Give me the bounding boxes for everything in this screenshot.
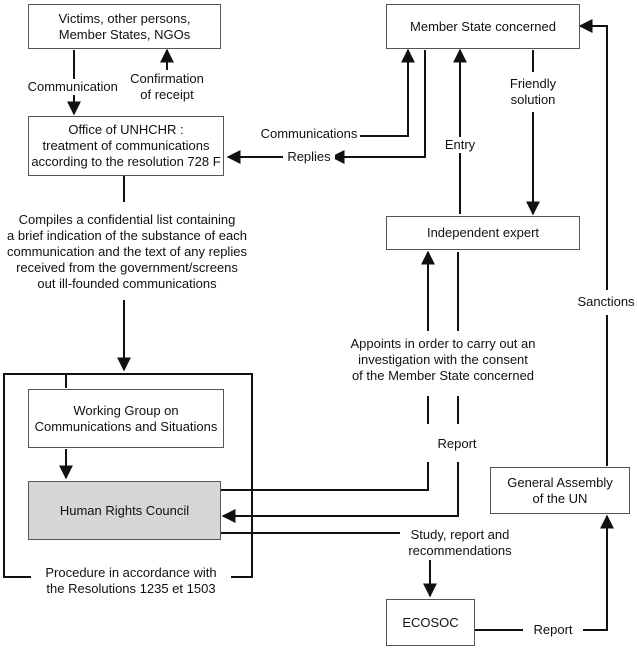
label-study: Study, report and recommendations <box>402 527 518 559</box>
label-communications-right: Communications <box>258 126 360 142</box>
label-confirmation: Confirmation of receipt <box>117 71 217 103</box>
label-friendly-solution: Friendly solution <box>498 76 568 108</box>
label-compiles-list: Compiles a confidential list containing … <box>0 212 254 292</box>
label-report-ecosoc: Report <box>523 622 583 638</box>
victims-box: Victims, other persons, Member States, N… <box>28 4 221 49</box>
label-appoints: Appoints in order to carry out an invest… <box>340 336 546 384</box>
procedure-bracket <box>65 373 253 578</box>
ecosoc-box: ECOSOC <box>386 599 475 646</box>
working-group-box: Working Group on Communications and Situ… <box>28 389 224 448</box>
arrow-replies <box>330 50 426 164</box>
arrow-communications-right <box>358 48 415 137</box>
office-unhchr-box: Office of UNHCHR : treatment of communic… <box>28 116 224 176</box>
human-rights-council-box: Human Rights Council <box>28 481 221 540</box>
member-state-box: Member State concerned <box>386 4 580 49</box>
label-procedure: Procedure in accordance with the Resolut… <box>31 565 231 597</box>
label-communications-down: Communications <box>11 79 141 95</box>
label-report-expert: Report <box>430 436 484 452</box>
independent-expert-box: Independent expert <box>386 216 580 250</box>
label-sanctions: Sanctions <box>574 294 637 310</box>
label-replies: Replies <box>283 149 335 165</box>
general-assembly-box: General Assembly of the UN <box>490 467 630 514</box>
arrow-appoints <box>221 462 429 491</box>
label-entry: Entry <box>438 137 482 153</box>
